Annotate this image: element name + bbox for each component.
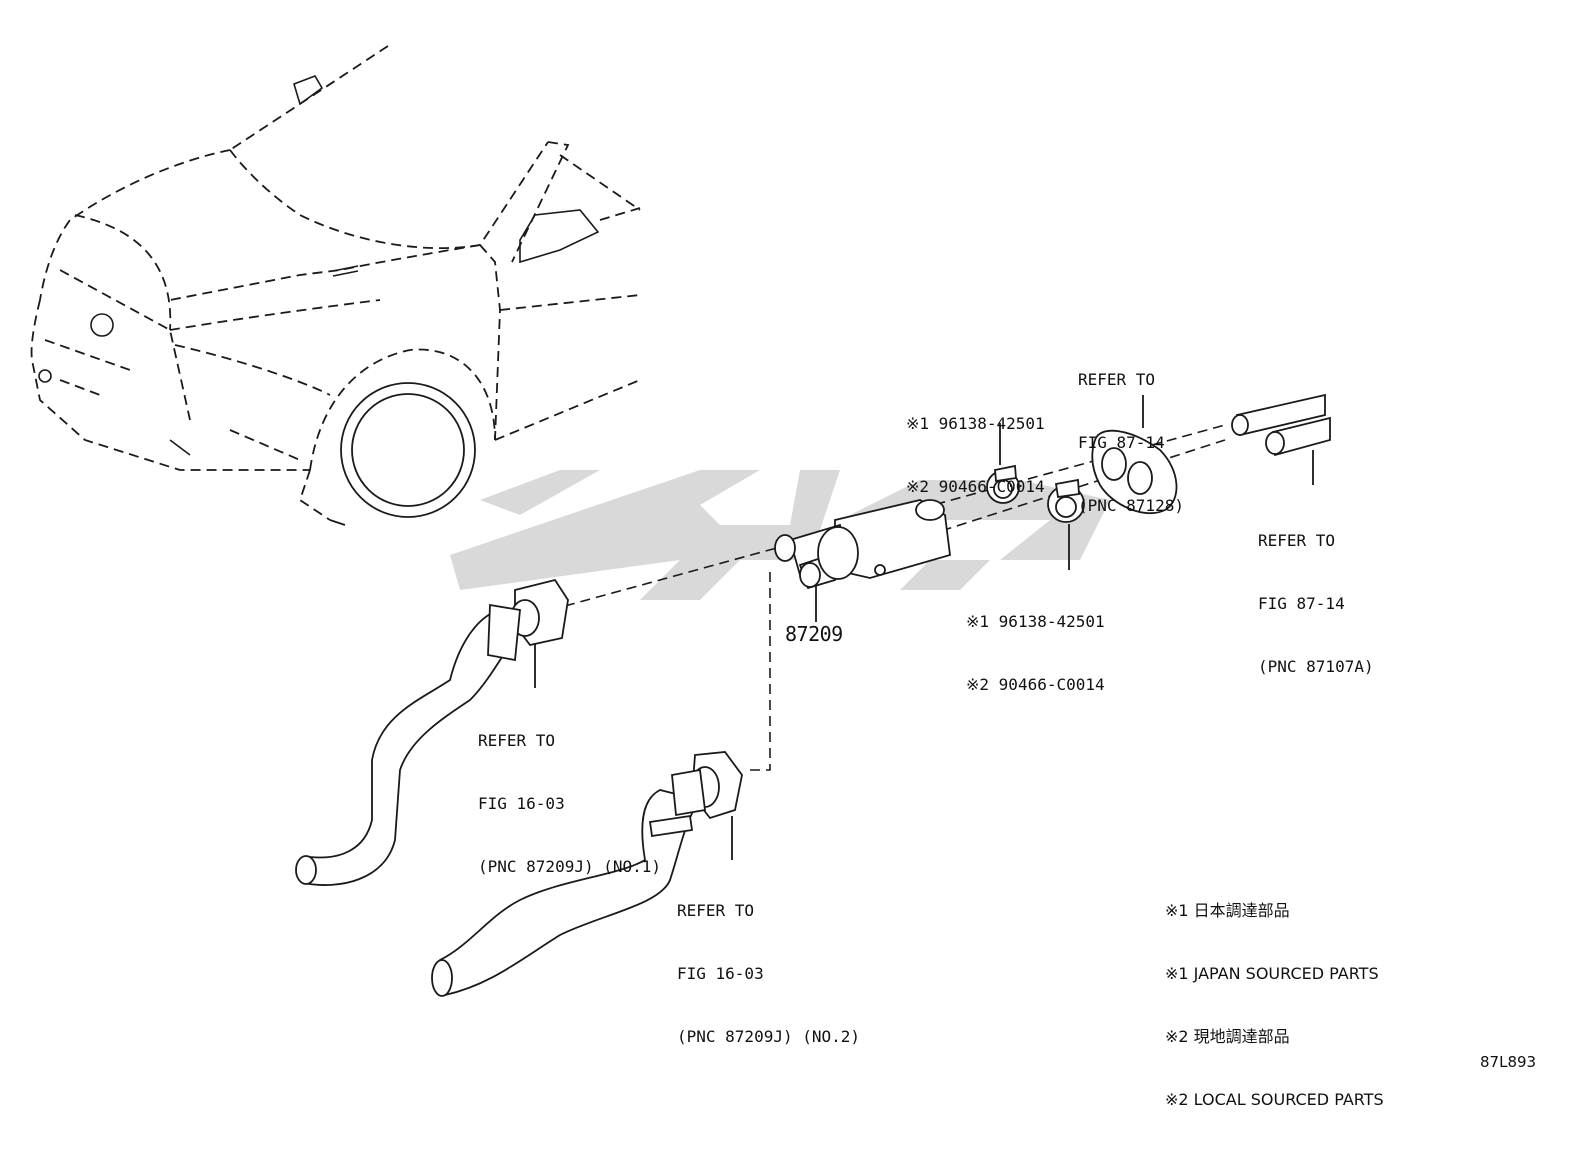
callout-clamp-upper: ※1 96138-42501 ※2 90466-C0014 (906, 371, 1045, 539)
callout-refer-hose-no1: REFER TO FIG 16-03 (PNC 87209J) (NO.1) (478, 688, 661, 919)
callout-line: (PNC 87209J) (NO.2) (677, 1027, 861, 1046)
hose-no2 (431, 751, 743, 997)
callout-line: FIG 16-03 (478, 794, 565, 813)
callout-line: REFER TO (1258, 531, 1336, 550)
callout-line: FIG 87-14 (1258, 594, 1345, 613)
grommet-87128 (1091, 395, 1178, 515)
callout-line: ※2 90466-C0014 (966, 675, 1105, 694)
callout-line: (PNC 87107A) (1258, 657, 1374, 676)
legend-line: ※2 LOCAL SOURCED PARTS (1165, 1090, 1384, 1109)
hose-clamp-upper (986, 423, 1020, 504)
part-number-label: 87209 (785, 622, 843, 646)
water-valve-87209 (774, 499, 951, 622)
callout-line: FIG 16-03 (677, 964, 764, 983)
legend-line: ※2 現地調達部品 (1165, 1027, 1290, 1046)
diagram-artwork (30, 45, 1331, 997)
callout-refer-87128: REFER TO FIG 87-14 (PNC 87128) (1078, 327, 1184, 558)
callout-line: (PNC 87209J) (NO.1) (478, 857, 662, 876)
pipes-87107a (1231, 393, 1331, 485)
vehicle-wheel (329, 382, 476, 526)
callout-line: REFER TO (478, 731, 556, 750)
hose-no1 (295, 578, 569, 886)
callout-line: ※1 96138-42501 (906, 414, 1045, 433)
callout-line: FIG 87-14 (1078, 433, 1165, 452)
legend-line: ※1 JAPAN SOURCED PARTS (1165, 964, 1379, 983)
callout-line: REFER TO (677, 901, 755, 920)
figure-code: 87L893 (1480, 1053, 1537, 1071)
sourcing-legend: ※1 日本調達部品 ※1 JAPAN SOURCED PARTS ※2 現地調達… (1165, 858, 1384, 1152)
parts-diagram: REFER TO FIG 87-14 (PNC 87128) ※1 96138-… (30, 45, 1537, 1109)
vehicle-details (38, 75, 600, 456)
callout-line: ※1 96138-42501 (966, 612, 1105, 631)
legend-line: ※1 日本調達部品 (1165, 901, 1290, 920)
callout-line: (PNC 87128) (1078, 496, 1184, 515)
callout-refer-87107a: REFER TO FIG 87-14 (PNC 87107A) (1258, 488, 1374, 719)
hose-clamp-lower (1047, 478, 1085, 570)
callout-line: ※2 90466-C0014 (906, 477, 1045, 496)
callout-clamp-lower: ※1 96138-42501 ※2 90466-C0014 (966, 569, 1105, 737)
callout-line: REFER TO (1078, 370, 1156, 389)
callout-refer-hose-no2: REFER TO FIG 16-03 (PNC 87209J) (NO.2) (677, 858, 860, 1089)
vehicle-outline (30, 45, 641, 521)
